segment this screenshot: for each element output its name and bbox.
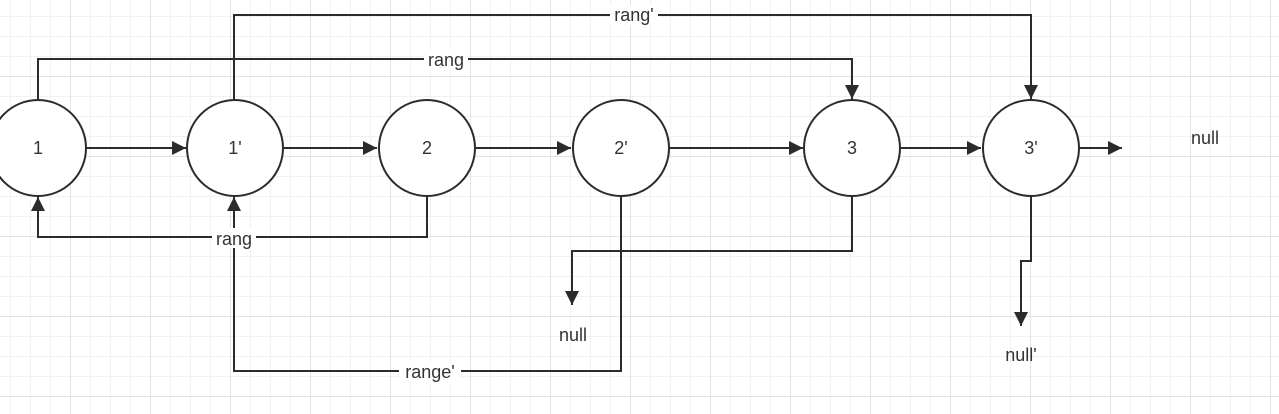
terminal-null-mid: null [559, 325, 587, 345]
node-3-prime-label: 3' [1024, 138, 1037, 158]
node-1-prime: 1' [186, 99, 284, 197]
node-3-prime: 3' [982, 99, 1080, 197]
edge-label-rang-top-group: rang' [610, 5, 658, 25]
edge-random-3-null [565, 196, 853, 305]
node-1-label: 1 [33, 138, 43, 158]
edge-label-range-bottom: range' [405, 362, 454, 382]
edge-label-rang-bottom: rang [216, 229, 252, 249]
node-2-prime: 2' [572, 99, 670, 197]
terminal-null-right: null [1191, 128, 1219, 148]
edge-label-rang-top: rang' [614, 5, 653, 25]
edge-label-rang-bottom-group: rang [212, 228, 256, 249]
edge-label-rang-mid: rang [428, 50, 464, 70]
edge-label-rang-mid-group: rang [424, 50, 468, 70]
node-1: 1 [0, 99, 87, 197]
node-1-prime-label: 1' [228, 138, 241, 158]
terminal-null-prime: null' [1005, 345, 1036, 365]
edge-random-1p-3p [233, 14, 1038, 100]
edge-random-3p-null-prime [1014, 196, 1032, 326]
node-2: 2 [378, 99, 476, 197]
edge-label-range-bottom-group: range' [399, 362, 461, 382]
node-3: 3 [803, 99, 901, 197]
node-2-label: 2 [422, 138, 432, 158]
node-3-label: 3 [847, 138, 857, 158]
node-2-prime-label: 2' [614, 138, 627, 158]
